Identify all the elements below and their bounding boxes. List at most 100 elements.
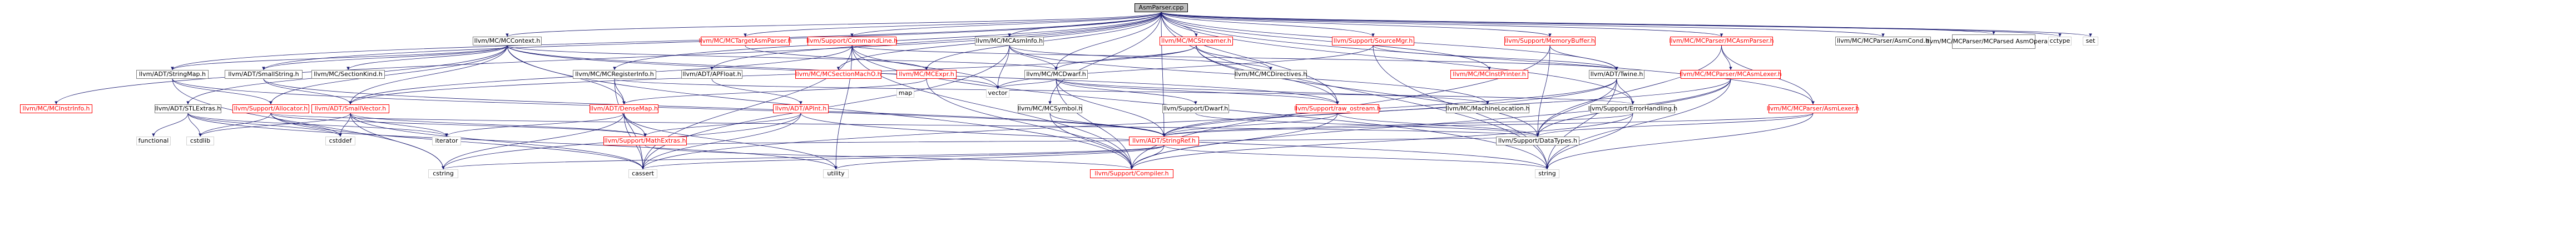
edge-asmparser-rawostream	[1161, 12, 1339, 105]
node-raw-ostream[interactable]: llvm/Support/raw_ostream.h	[1294, 104, 1381, 113]
edge-mccontext-allocator	[269, 45, 508, 105]
edge-smallvector-iterator	[350, 113, 448, 137]
node-mcasmlexer[interactable]: llvm/MC/MCParser/MCAsmLexer.h	[1680, 70, 1782, 79]
edge-asmparser-set	[1161, 12, 2092, 37]
edge-asmlexer-string	[1545, 113, 1814, 170]
edge-mcstreamer-mcdirectives	[1196, 45, 1272, 70]
edge-mcstreamer-datatypes	[1196, 45, 1539, 137]
node-apfloat[interactable]: llvm/ADT/APFloat.h	[681, 70, 742, 79]
node-stringref[interactable]: llvm/ADT/StringRef.h	[1129, 137, 1199, 145]
node-sourcemgr[interactable]: llvm/Support/SourceMgr.h	[1332, 37, 1414, 46]
node-commandline[interactable]: llvm/Support/CommandLine.h	[806, 37, 898, 46]
edge-asmparser-stringref	[1161, 12, 1166, 137]
edge-smallvector-mathextras	[350, 113, 647, 137]
node-mcstreamer[interactable]: llvm/MC/MCStreamer.h	[1160, 37, 1233, 46]
edge-asmparser-mccontext	[506, 12, 1162, 37]
edge-stlextras-iterator	[187, 113, 448, 137]
node-smallvector[interactable]: llvm/ADT/SmallVector.h	[311, 104, 389, 113]
edge-stlextras-functional	[152, 113, 189, 137]
edge-sourcemgr-twine	[1373, 45, 1618, 70]
edge-twine-string	[1545, 78, 1617, 170]
edge-commandline-vector	[851, 45, 999, 89]
edge-stringref-cassert	[641, 145, 1165, 170]
edge-allocator-cstdlib	[199, 113, 271, 137]
node-mctargetasmparser[interactable]: llvm/MC/MCTargetAsmParser.h	[699, 37, 792, 46]
node-stringmap[interactable]: llvm/ADT/StringMap.h	[136, 70, 209, 79]
edge-mcdwarf-compiler	[1056, 78, 1133, 170]
node-functional: functional	[136, 137, 171, 145]
edge-mcregisterinfo-densemap	[614, 78, 626, 105]
node-mccontext[interactable]: llvm/MC/MCContext.h	[473, 37, 542, 46]
node-mcregisterinfo[interactable]: llvm/MC/MCRegisterInfo.h	[573, 70, 656, 79]
node-mcsymbol[interactable]: llvm/MC/MCSymbol.h	[1017, 104, 1083, 113]
node-mcdirectives[interactable]: llvm/MC/MCDirectives.h	[1234, 70, 1307, 79]
node-smallstring[interactable]: llvm/ADT/SmallString.h	[225, 70, 303, 79]
edge-mccontext-sectionkind	[346, 45, 508, 70]
edge-mccontext-vector	[507, 45, 999, 89]
edge-mccontext-smallvector	[349, 45, 508, 105]
node-cctype: cctype	[2048, 37, 2072, 46]
node-mcinstprinter[interactable]: llvm/MC/MCInstPrinter.h	[1450, 70, 1528, 79]
edge-asmparser-mcparsedasmoperand	[1161, 12, 1995, 35]
edge-mcasminfo-mcdwarf	[1009, 45, 1058, 70]
edge-mcstreamer-smallvector	[349, 45, 1197, 105]
node-memorybuffer[interactable]: llvm/Support/MemoryBuffer.h	[1504, 37, 1596, 46]
node-machinelocation[interactable]: llvm/MC/MachineLocation.h	[1445, 104, 1530, 113]
edge-allocator-cstddef	[270, 113, 342, 137]
node-asmlexer[interactable]: llvm/MC/MCParser/AsmLexer.h	[1766, 104, 1860, 113]
edge-mccontext-smallstring	[262, 45, 508, 70]
node-mcexpr[interactable]: llvm/MC/MCExpr.h	[896, 70, 957, 79]
edge-stringmap-allocator	[172, 78, 273, 105]
edge-asmlexer-datatypes	[1536, 113, 1814, 137]
node-twine[interactable]: llvm/ADT/Twine.h	[1589, 70, 1644, 79]
edge-asmparser-apfloat	[710, 12, 1162, 70]
edge-asmparser-sourcemgr	[1161, 12, 1375, 37]
node-errorhandling[interactable]: llvm/Support/ErrorHandling.h	[1588, 104, 1678, 113]
node-sectionkind[interactable]: llvm/MC/SectionKind.h	[311, 70, 385, 79]
node-support-dwarf[interactable]: llvm/Support/Dwarf.h	[1162, 104, 1229, 113]
edge-asmparser-commandline	[850, 12, 1162, 37]
node-mcparsedasmoperand[interactable]: llvm/MC/MCParser/MCParsed AsmOperand.h	[1926, 34, 2061, 49]
node-mcasminfo[interactable]: llvm/MC/MCAsmInfo.h	[975, 37, 1044, 46]
node-stlextras[interactable]: llvm/ADT/STLExtras.h	[155, 104, 221, 113]
node-set: set	[2083, 37, 2098, 46]
node-mcasmparser[interactable]: llvm/MC/MCParser/MCAsmParser.h	[1669, 37, 1774, 46]
edge-mcasminfo-vector	[996, 45, 1010, 89]
edge-twine-cassert	[641, 78, 1617, 170]
edge-mccontext-stringmap	[171, 45, 508, 70]
node-compiler[interactable]: llvm/Support/Compiler.h	[1090, 169, 1173, 178]
node-mcinstrinfo[interactable]: llvm/MC/MCInstrInfo.h	[20, 104, 92, 113]
edge-asmlexer-stringref	[1162, 113, 1814, 137]
edge-twine-errorhandling	[1616, 78, 1634, 105]
node-apint[interactable]: llvm/ADT/APInt.h	[773, 104, 829, 113]
node-allocator[interactable]: llvm/Support/Allocator.h	[232, 104, 309, 113]
edge-mcexpr-compiler	[926, 78, 1133, 170]
edge-mcasmlexer-string	[1545, 78, 1731, 170]
node-asmcond[interactable]: llvm/MC/MCParser/AsmCond.h	[1835, 37, 1931, 46]
edge-rawostream-stringref	[1162, 113, 1338, 137]
edge-asmparser-mcinstprinter	[1161, 12, 1491, 70]
edge-stringref-utility	[834, 145, 1165, 170]
edge-commandline-cassert	[641, 45, 853, 170]
node-mcdwarf[interactable]: llvm/MC/MCDwarf.h	[1024, 70, 1088, 79]
edge-twine-datatypes	[1536, 78, 1617, 137]
edge-memorybuffer-twine	[1549, 45, 1618, 70]
edge-asmparser-mcinstrinfo	[55, 12, 1162, 105]
node-mathextras[interactable]: llvm/Support/MathExtras.h	[603, 137, 687, 145]
edge-smallvector-cstdlib	[199, 113, 351, 137]
edge-errorhandling-string	[1545, 113, 1633, 170]
edge-mcdwarf-rawostream	[1056, 78, 1339, 105]
edge-asmparser-mcasmparser	[1161, 12, 1723, 37]
edge-supportdwarf-datatypes	[1195, 113, 1539, 137]
node-datatypes[interactable]: llvm/Support/DataTypes.h	[1496, 137, 1579, 145]
node-densemap[interactable]: llvm/ADT/DenseMap.h	[589, 104, 658, 113]
edge-mctargetasmparser-mcexpr	[745, 45, 928, 70]
node-cstdlib: cstdlib	[186, 137, 214, 145]
edge-mcasminfo-mcdirectives	[1009, 45, 1272, 70]
edge-twine-stringref	[1162, 78, 1617, 137]
edge-stringmap-cstring	[172, 78, 445, 170]
node-mcsectionmacho[interactable]: llvm/MC/MCSectionMachO.h	[795, 70, 881, 79]
edge-asmparser-string	[1161, 12, 1549, 170]
edge-mcregisterinfo-cassert	[614, 78, 645, 170]
